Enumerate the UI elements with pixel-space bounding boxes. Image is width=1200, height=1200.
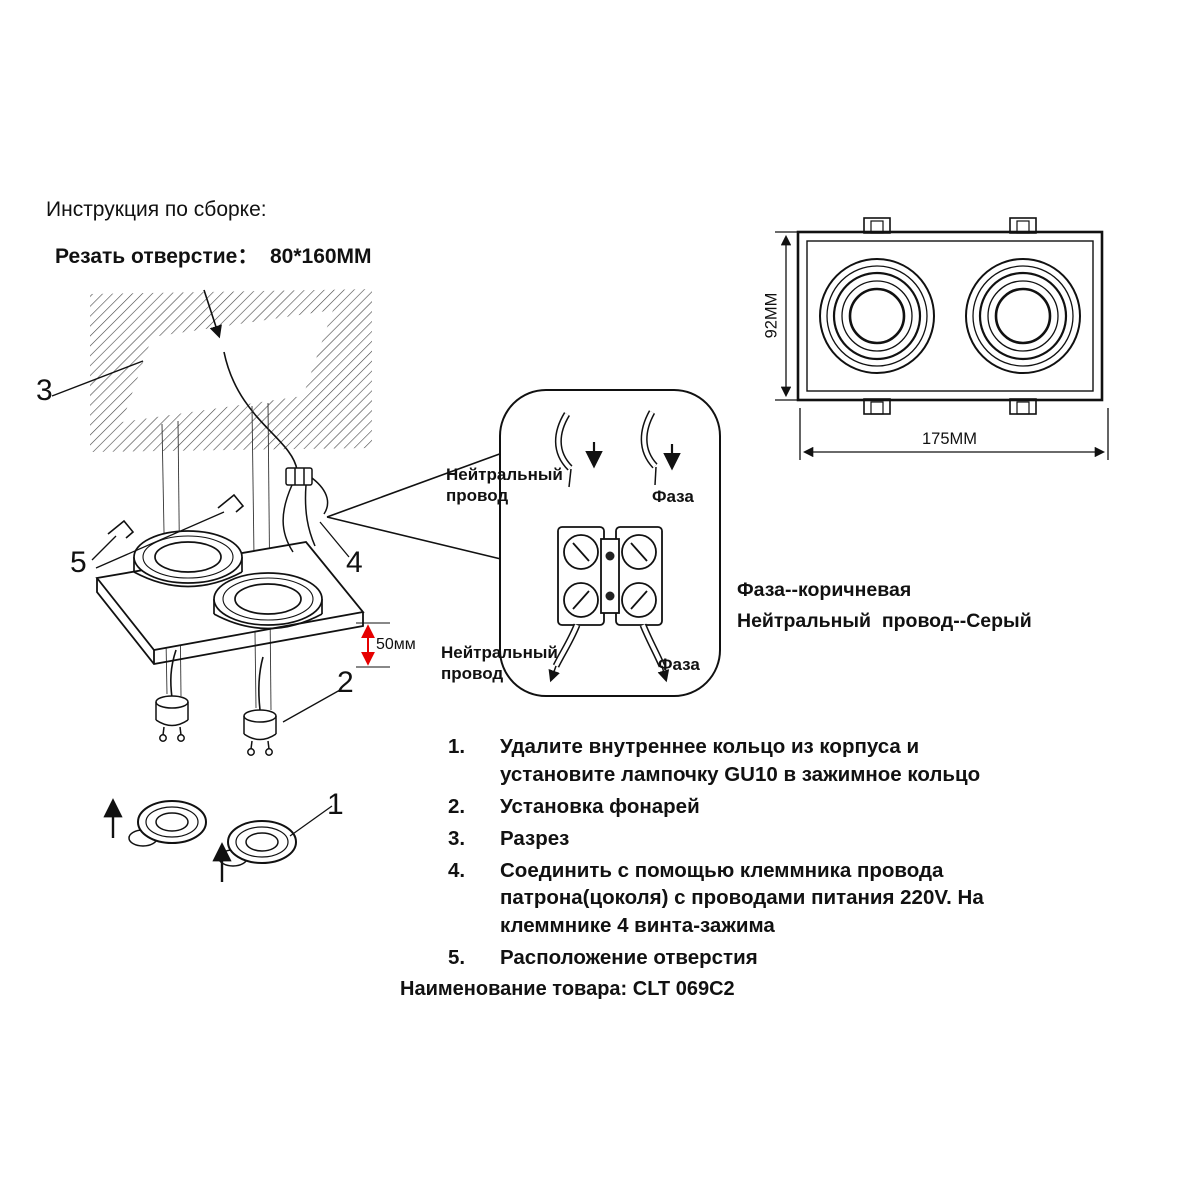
gu10-bulbs — [128, 800, 297, 867]
callout-4: 4 — [346, 546, 363, 579]
instruction-item-5: 5. Расположение отверстия — [448, 944, 1008, 972]
instruction-text: Установка фонарей — [500, 794, 700, 818]
instructions-list: 1. Удалите внутреннее кольцо из корпуса … — [448, 733, 1008, 976]
supply-cable-line — [223, 351, 298, 471]
lamp-ring-b — [213, 572, 323, 630]
instruction-text: Расположение отверстия — [500, 946, 758, 970]
width-dimension-label: 175MM — [922, 430, 978, 448]
instruction-number: 4. — [448, 858, 466, 882]
callout-3: 3 — [36, 374, 53, 407]
ceiling-cutout-drawing — [51, 289, 372, 452]
neutral-wire-label-bottom: Нейтральный провод — [441, 643, 558, 684]
instruction-number: 1. — [448, 735, 466, 758]
callout-5: 5 — [70, 546, 87, 579]
balloon-bottom-wires — [548, 623, 670, 683]
phase-label-top: Фаза — [652, 487, 694, 506]
balloon-terminal-block — [557, 526, 663, 626]
depth-dimension — [356, 622, 390, 668]
neutral-wire-label-top: Нейтральный провод — [446, 465, 563, 506]
wire-to-holder-b — [257, 656, 264, 711]
spring-clips — [91, 493, 245, 569]
wire-color-note: Фаза--коричневая Нейтральный провод--Сер… — [737, 579, 1032, 632]
fixture-front-view — [796, 217, 1104, 415]
balloon-top-wires — [554, 410, 681, 488]
instruction-text: Разрез — [500, 826, 570, 850]
instruction-item-2: 2. Установка фонарей — [448, 793, 1008, 821]
instruction-number: 3. — [448, 826, 466, 850]
callout-1: 1 — [327, 788, 344, 821]
instruction-item-3: 3. Разрез — [448, 825, 1008, 853]
callout-2: 2 — [337, 666, 354, 699]
lamp-holder-b — [243, 709, 277, 756]
instruction-number: 2. — [448, 794, 466, 818]
lamp-ring-a — [133, 530, 243, 588]
instruction-item-4: 4. Соединить с помощью клеммника провода… — [448, 857, 1008, 941]
height-dimension-label: 92MM — [762, 292, 781, 339]
instruction-text: Удалите внутреннее кольцо из корпуса и у… — [500, 735, 981, 786]
product-name: Наименование товара: CLT 069C2 — [400, 978, 735, 1000]
callout-leaders — [282, 689, 341, 837]
instruction-text: Соединить с помощью клеммника провода па… — [500, 858, 984, 938]
instruction-item-1: 1. Удалите внутреннее кольцо из корпуса … — [448, 733, 1008, 789]
phase-label-bottom: Фаза — [658, 655, 700, 674]
instruction-number: 5. — [448, 946, 466, 970]
dimension-lines — [775, 231, 1109, 460]
terminal-and-wires — [282, 467, 350, 558]
lamp-holder-a — [155, 695, 189, 742]
wire-to-holder-a — [170, 649, 177, 699]
cut-hole-label: Резать отверстие： 80*160MM — [55, 245, 372, 268]
insert-direction-arrows — [103, 798, 232, 882]
depth-dimension-label: 50мм — [376, 636, 416, 653]
page-title: Инструкция по сборке: — [46, 198, 267, 221]
